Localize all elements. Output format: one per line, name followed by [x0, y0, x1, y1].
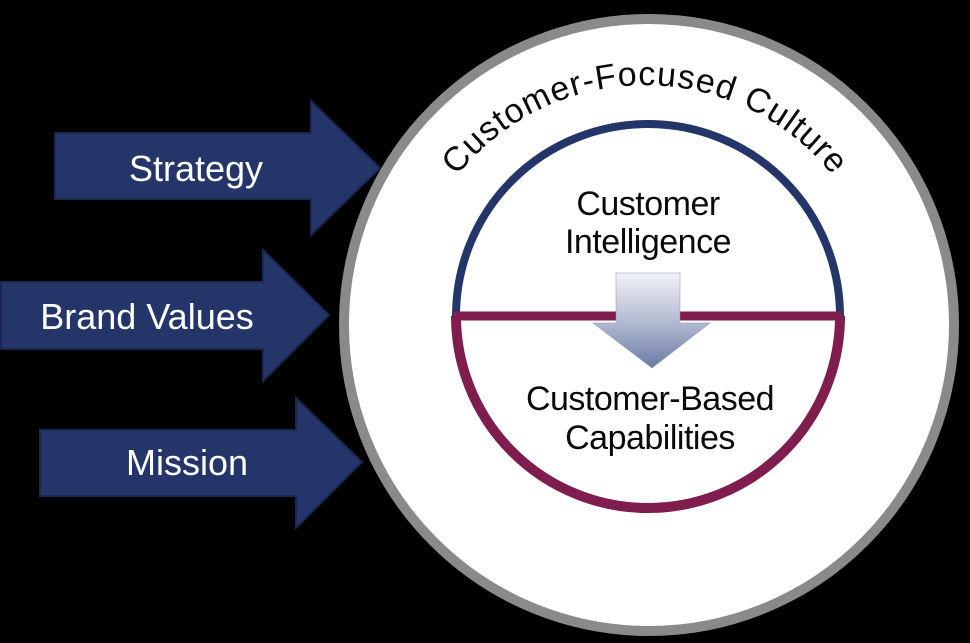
top-half-label-line1: Customer	[576, 185, 720, 223]
input-arrow-brand-values-label: Brand Values	[40, 296, 253, 337]
inner-circle-top-arc	[452, 120, 844, 317]
bottom-half-label-line1: Customer-Based	[526, 380, 774, 418]
input-arrow-strategy-label: Strategy	[129, 148, 263, 189]
input-arrow-mission-label: Mission	[126, 442, 248, 483]
input-arrow-brand-values	[0, 247, 331, 384]
input-arrow-mission	[39, 395, 364, 531]
bottom-half-label-line2: Capabilities	[565, 419, 735, 457]
input-arrow-strategy	[54, 98, 382, 238]
down-arrow-icon	[591, 272, 712, 369]
top-half-label-line2: Intelligence	[565, 223, 731, 261]
inner-circle-bottom-arc	[451, 315, 845, 513]
